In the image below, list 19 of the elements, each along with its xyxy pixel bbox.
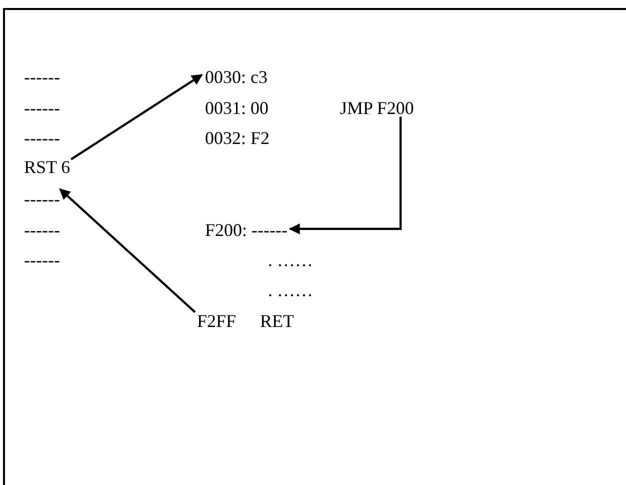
arrow — [59, 188, 196, 314]
code-text: ------ — [24, 66, 60, 88]
code-text: F2FF — [197, 310, 236, 332]
code-text: 0031: 00 — [205, 97, 269, 119]
code-text: ------ — [24, 97, 60, 119]
code-text: ------ — [24, 249, 60, 271]
code-text: F200: ------ — [205, 219, 288, 241]
code-text: RST 6 — [24, 156, 70, 178]
code-text: 0032: F2 — [205, 127, 270, 149]
code-text: . …… — [268, 279, 313, 301]
code-text: RET — [260, 310, 294, 332]
code-text: . …… — [268, 249, 313, 271]
code-text: JMP F200 — [340, 97, 414, 119]
code-text: ------ — [24, 219, 60, 241]
arrow — [70, 74, 203, 160]
arrow — [288, 116, 402, 234]
code-text: 0030: c3 — [205, 66, 268, 88]
code-text: ------ — [24, 188, 60, 210]
code-text: ------ — [24, 127, 60, 149]
